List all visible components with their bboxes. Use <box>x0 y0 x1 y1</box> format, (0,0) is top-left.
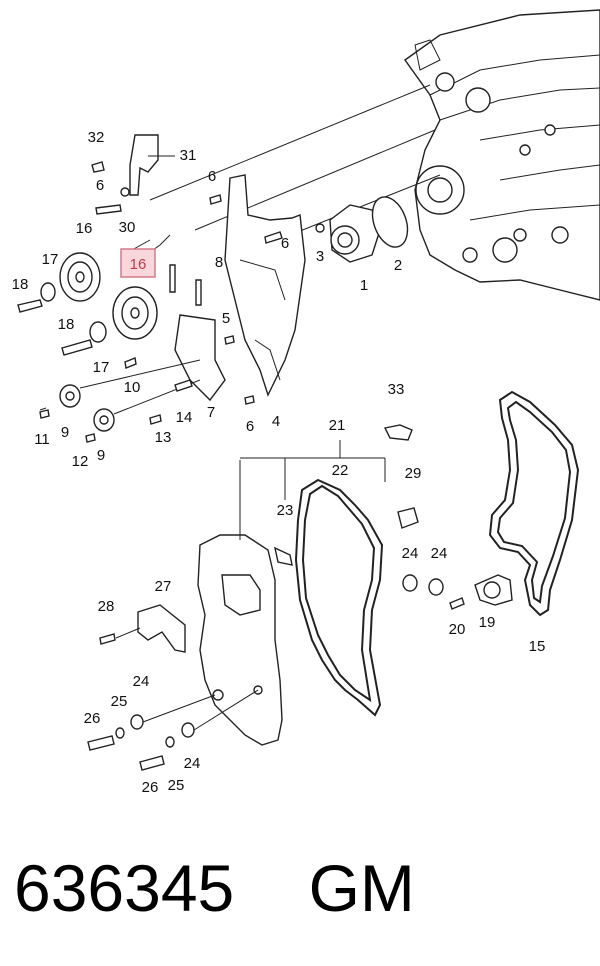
callout-32: 32 <box>88 129 105 146</box>
highlight-box: 16 <box>120 248 156 278</box>
water-pump-drawing <box>315 196 409 263</box>
callout-7: 7 <box>207 404 215 421</box>
callout-15: 15 <box>529 638 546 655</box>
sprocket-16-upper-drawing <box>17 252 101 313</box>
callout-21: 21 <box>329 417 346 434</box>
callout-highlighted: 16 <box>130 256 147 273</box>
callout-labels: 1 2 3 4 5 6 6 6 6 7 8 9 9 10 11 12 13 14… <box>12 129 546 796</box>
callout-24a: 24 <box>402 545 419 562</box>
callout-24d: 24 <box>184 755 201 772</box>
callout-17b: 17 <box>93 359 110 376</box>
callout-18a: 18 <box>12 276 29 293</box>
callout-3: 3 <box>316 248 324 265</box>
callout-9b: 9 <box>97 447 105 464</box>
serpentine-belt-drawing <box>488 390 580 617</box>
callout-26a: 26 <box>84 710 101 727</box>
timing-belt-drawing <box>294 478 384 717</box>
front-timing-cover-drawing <box>197 534 293 746</box>
callout-4: 4 <box>272 413 280 430</box>
part-number: 636345 <box>14 851 235 925</box>
callout-2: 2 <box>394 257 402 274</box>
callout-11: 11 <box>34 431 50 448</box>
callout-10: 10 <box>124 379 141 396</box>
callout-6c: 6 <box>281 235 289 252</box>
callout-31: 31 <box>180 147 197 164</box>
callout-6a: 6 <box>96 177 104 194</box>
callout-9a: 9 <box>61 424 69 441</box>
callout-23: 23 <box>277 502 294 519</box>
callout-25b: 25 <box>168 777 185 794</box>
callout-5: 5 <box>222 310 230 327</box>
exploded-parts-diagram: 16 1 2 3 4 5 6 6 6 6 7 8 9 9 10 11 12 13… <box>12 9 600 796</box>
bracket-29-33-drawing <box>383 424 419 529</box>
sprocket-16-lower-drawing <box>61 286 158 356</box>
callout-18b: 18 <box>58 316 75 333</box>
callout-14: 14 <box>176 409 193 426</box>
callout-33: 33 <box>388 381 405 398</box>
callout-28: 28 <box>98 598 115 615</box>
callout-20: 20 <box>449 621 466 638</box>
part-caption: 636345 GM <box>14 848 594 928</box>
callout-6b: 6 <box>208 168 216 185</box>
callout-22: 22 <box>332 462 349 479</box>
bracket-27-drawing <box>99 604 186 653</box>
callout-24b: 24 <box>431 545 448 562</box>
callout-25a: 25 <box>111 693 128 710</box>
bracket-31-drawing <box>39 134 283 443</box>
callout-1: 1 <box>360 277 368 294</box>
callout-24c: 24 <box>133 673 150 690</box>
brand-name: GM <box>308 851 415 925</box>
bolt-set-drawing <box>87 689 259 771</box>
callout-17a: 17 <box>42 251 59 268</box>
rear-timing-cover-drawing <box>174 174 306 402</box>
engine-block-drawing <box>404 9 600 301</box>
callout-6d: 6 <box>246 418 254 435</box>
callout-27: 27 <box>155 578 172 595</box>
callout-30: 30 <box>119 219 136 236</box>
callout-26b: 26 <box>142 779 159 796</box>
callout-13: 13 <box>155 429 172 446</box>
callout-29: 29 <box>405 465 422 482</box>
callout-16: 16 <box>76 220 93 237</box>
callout-12: 12 <box>72 453 89 470</box>
callout-8: 8 <box>215 254 223 271</box>
leader-lines <box>131 155 386 540</box>
callout-19: 19 <box>479 614 496 631</box>
tensioner-drawing <box>402 574 513 610</box>
